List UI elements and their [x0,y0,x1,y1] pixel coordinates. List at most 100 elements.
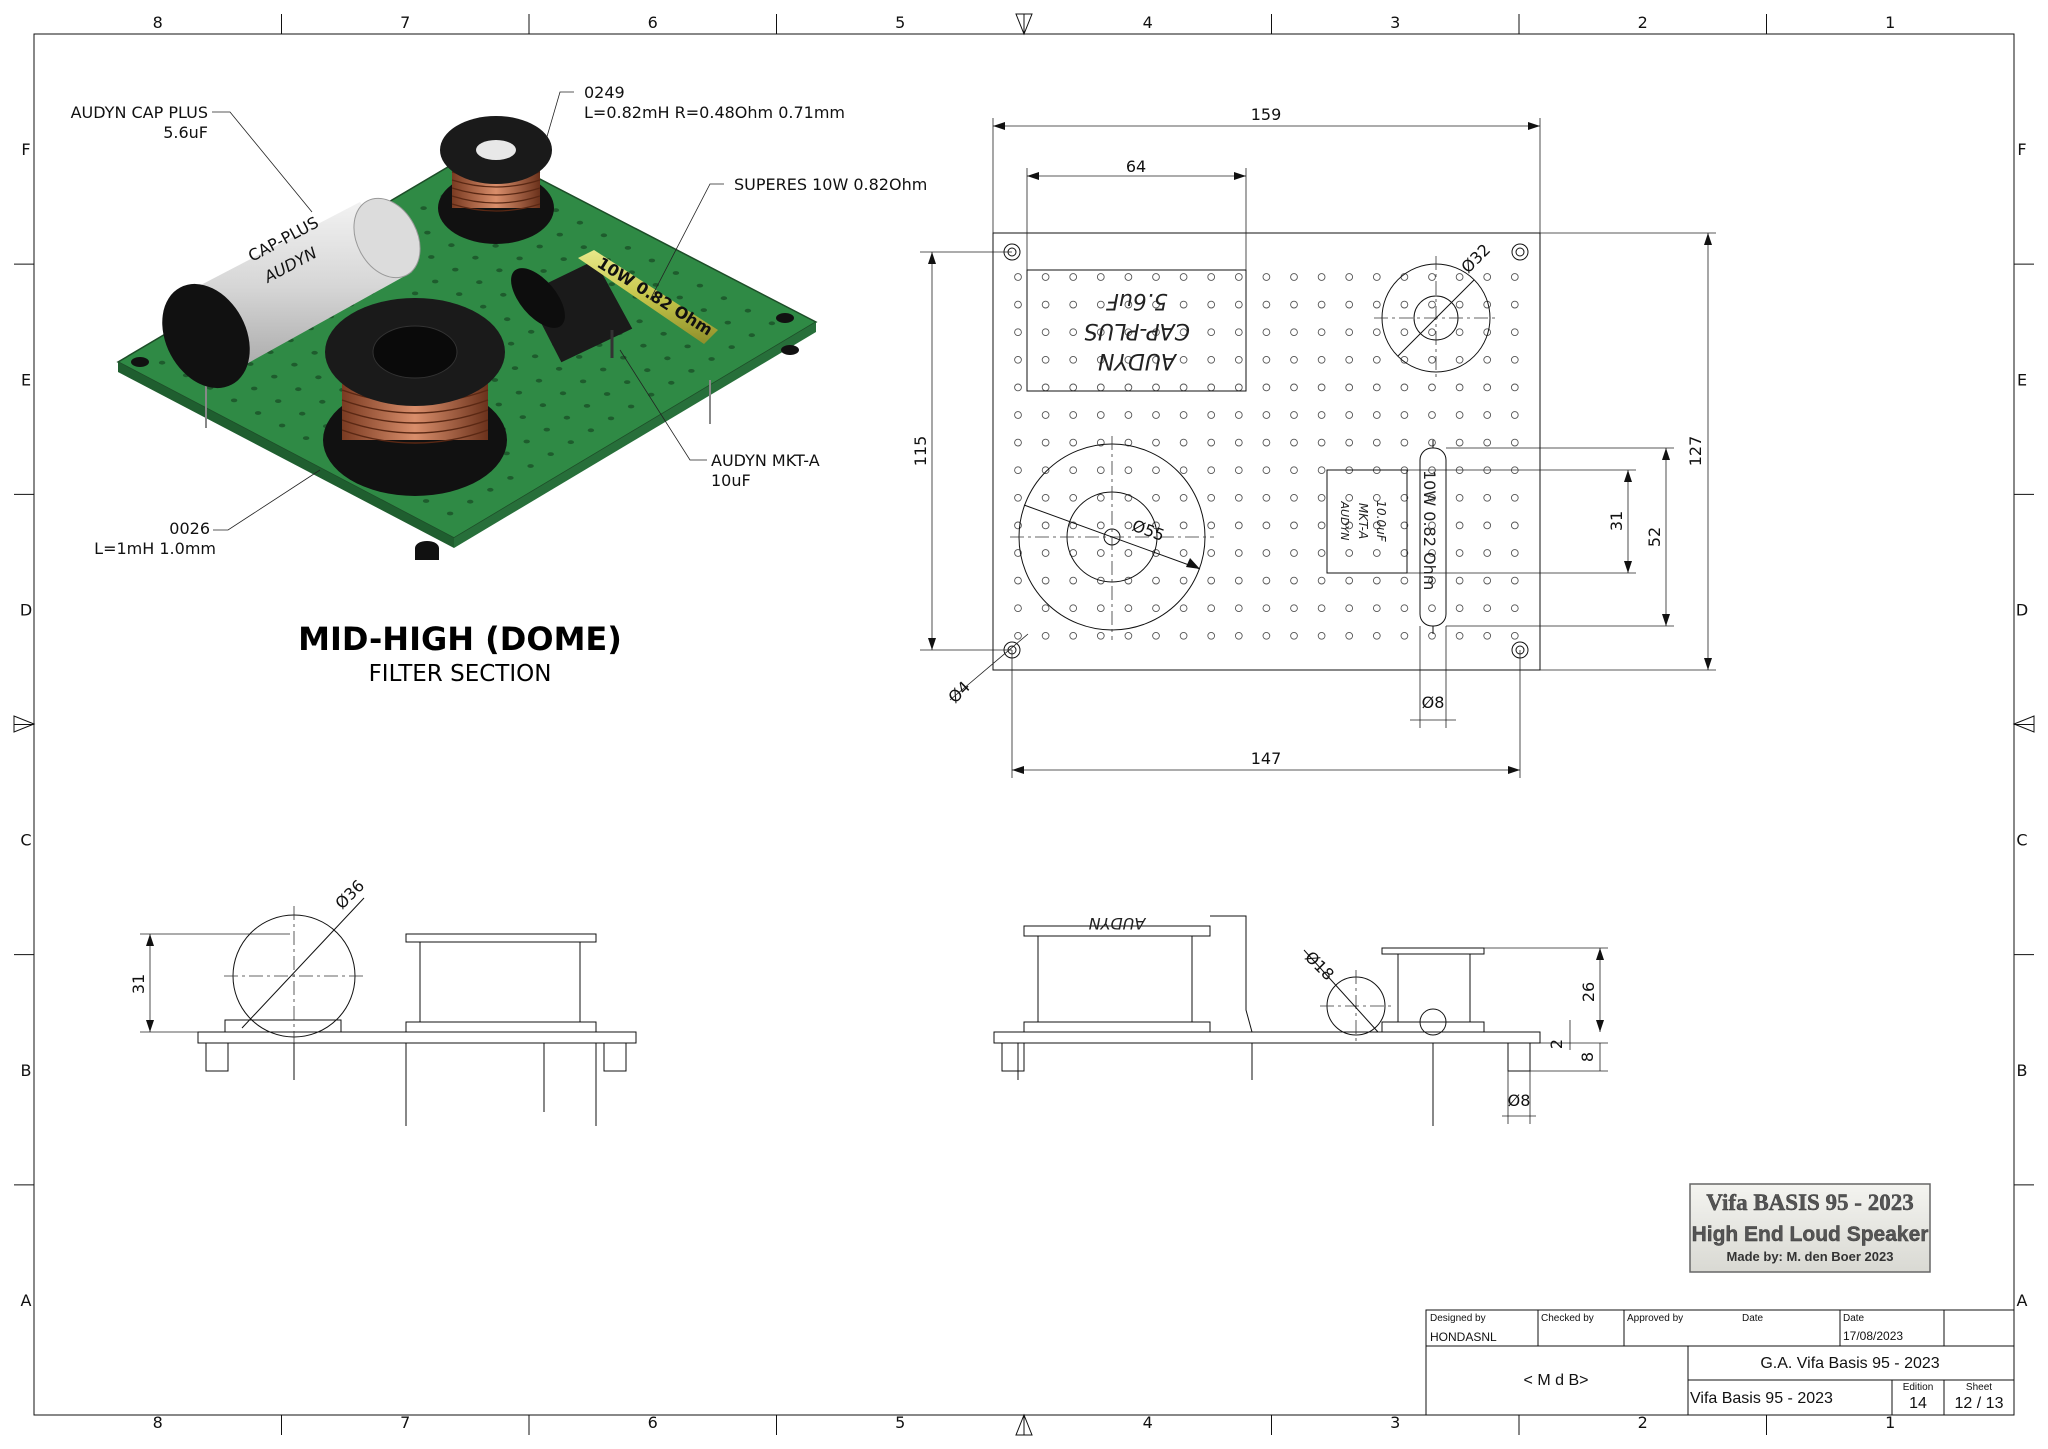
zone-col-bottom: 3 [1390,1413,1400,1432]
zone-col-top: 3 [1390,13,1400,32]
callout-coil-0026-spec: L=1mH 1.0mm [94,539,216,558]
tb-sheet-label: Sheet [1966,1382,1992,1393]
zone-col-top: 6 [648,13,658,32]
top-view: AUDYN CAP-PLUS 5.6uF Ø55 Ø32 AUDYN MKT-A… [911,105,1716,778]
zone-row-left: F [21,140,30,159]
tb-initials: < M d B> [1524,1372,1589,1389]
zone-col-bottom: 7 [400,1413,410,1432]
iso-coil-0249 [438,116,554,244]
callout-mkt-value: 10uF [711,471,751,490]
zone-col-bottom: 8 [153,1413,163,1432]
zone-row-left: B [21,1061,32,1080]
center-mark-bottom [1015,1413,1033,1436]
center-mark-top [1015,13,1033,36]
top-view-board-outline [992,232,1541,671]
zone-col-top: 7 [400,13,410,32]
tb-edition-label: Edition [1903,1382,1934,1393]
zone-row-left: C [20,831,31,850]
dim-overall-width: 159 [1251,105,1282,124]
iso-coil-big-bore [372,325,458,379]
zone-row-left: E [21,370,31,389]
tb-approved-by-label: Approved by [1627,1313,1683,1324]
zone-row-right: C [2016,831,2027,850]
dim-hole-dia: Ø4 [944,677,974,707]
top-cap-print-1: AUDYN [1098,348,1178,373]
zone-col-bottom: 4 [1143,1413,1153,1432]
tb-date: 17/08/2023 [1843,1329,1903,1343]
zone-col-top: 2 [1638,13,1648,32]
side-view-right: AUDYN Ø18 26 2 8 Ø8 [993,914,1608,1126]
top-resistor-print: 10W 0.82 Ohm [1420,470,1439,590]
iso-capacitor-mkt [511,260,633,363]
dim-hole-pitch-h: 147 [1251,749,1282,768]
dim-mkt-length: 52 [1645,527,1664,547]
iso-coil-bore [476,140,516,160]
zone-col-bottom: 6 [648,1413,658,1432]
top-mkt-print-3: 10.0uF [1374,500,1388,542]
dim-side-left-coil-dia: Ø36 [331,876,368,913]
sheet-frame [13,13,2035,1436]
iso-coil-0026 [323,298,507,496]
top-cap-print-3: 5.6uF [1106,288,1168,313]
zone-row-right: E [2017,370,2027,389]
side-right-cap-print: AUDYN [1089,914,1147,933]
zone-row-right: B [2017,1061,2028,1080]
zone-col-top: 4 [1143,13,1153,32]
zone-row-left: D [20,600,32,619]
dim-resistor-dia: Ø8 [1422,693,1445,712]
tb-date-label-1: Date [1742,1313,1764,1324]
zone-row-left: A [21,1291,32,1310]
dim-side-right-height: 26 [1579,982,1598,1002]
dim-hole-pitch-v: 115 [911,436,930,467]
callout-coil-0026-name: 0026 [169,519,210,538]
title-block: Designed by HONDASNL Checked by Approved… [1425,1309,2015,1416]
zone-row-labels: F F E E D D C C B B A A [20,140,2028,1310]
callout-cap-plus-name: AUDYN CAP PLUS [71,103,208,122]
center-mark-left [13,715,36,733]
dim-mkt-height: 31 [1607,511,1626,531]
logo-line-2: High End Loud Speaker [1692,1223,1929,1246]
center-mark-right [2012,715,2035,733]
top-cap-plus-outline [1026,269,1247,392]
tb-checked-by-label: Checked by [1541,1313,1594,1324]
zone-row-right: A [2017,1291,2028,1310]
dim-cap-width: 64 [1126,157,1146,176]
zone-col-top: 5 [895,13,905,32]
callout-coil-0249-spec: L=0.82mH R=0.48Ohm 0.71mm [584,103,845,122]
zone-col-top: 1 [1885,13,1895,32]
zone-row-right: D [2016,600,2028,619]
callout-resistor-name: SUPERES 10W 0.82Ohm [734,175,927,194]
callout-cap-plus-value: 5.6uF [163,123,208,142]
callout-mkt-name: AUDYN MKT-A [711,451,820,470]
zone-col-bottom: 2 [1638,1413,1648,1432]
dim-coil-big-dia: Ø55 [1130,516,1167,545]
mounting-holes [1003,243,1529,659]
top-mkt-outline [1326,469,1408,574]
tb-project: Vifa Basis 95 - 2023 [1690,1390,1833,1407]
logo-plate: Vifa BASIS 95 - 2023 High End Loud Speak… [1689,1183,1931,1273]
section-subtitle: FILTER SECTION [369,661,552,687]
dim-side-right-foot-dia: Ø8 [1508,1091,1531,1110]
logo-line-1: Vifa BASIS 95 - 2023 [1706,1190,1913,1215]
tb-designed-by: HONDASNL [1430,1330,1497,1344]
top-mkt-print-1: AUDYN [1338,501,1351,541]
logo-line-3: Made by: M. den Boer 2023 [1727,1249,1894,1264]
tb-drawing-title: G.A. Vifa Basis 95 - 2023 [1760,1355,1939,1372]
callout-coil-0249-name: 0249 [584,83,625,102]
dim-side-left-height: 31 [129,974,148,994]
section-title: MID-HIGH (DOME) [298,620,622,658]
top-cap-print-2: CAP-PLUS [1084,318,1190,343]
tb-date-label-2: Date [1843,1313,1865,1324]
dim-overall-height: 127 [1686,436,1705,467]
tb-designed-by-label: Designed by [1430,1313,1486,1324]
zone-col-bottom: 5 [895,1413,905,1432]
iso-view: AUDYN CAP-PLUS 10W 0.82 Ohm [71,83,927,560]
side-view-left: Ø36 31 [129,876,637,1126]
zone-row-right: F [2017,140,2026,159]
dim-side-right-board: 2 [1547,1039,1566,1049]
top-mkt-print-2: MKT-A [1356,503,1370,539]
dim-side-right-foot: 8 [1578,1052,1597,1062]
zone-col-top: 8 [153,13,163,32]
